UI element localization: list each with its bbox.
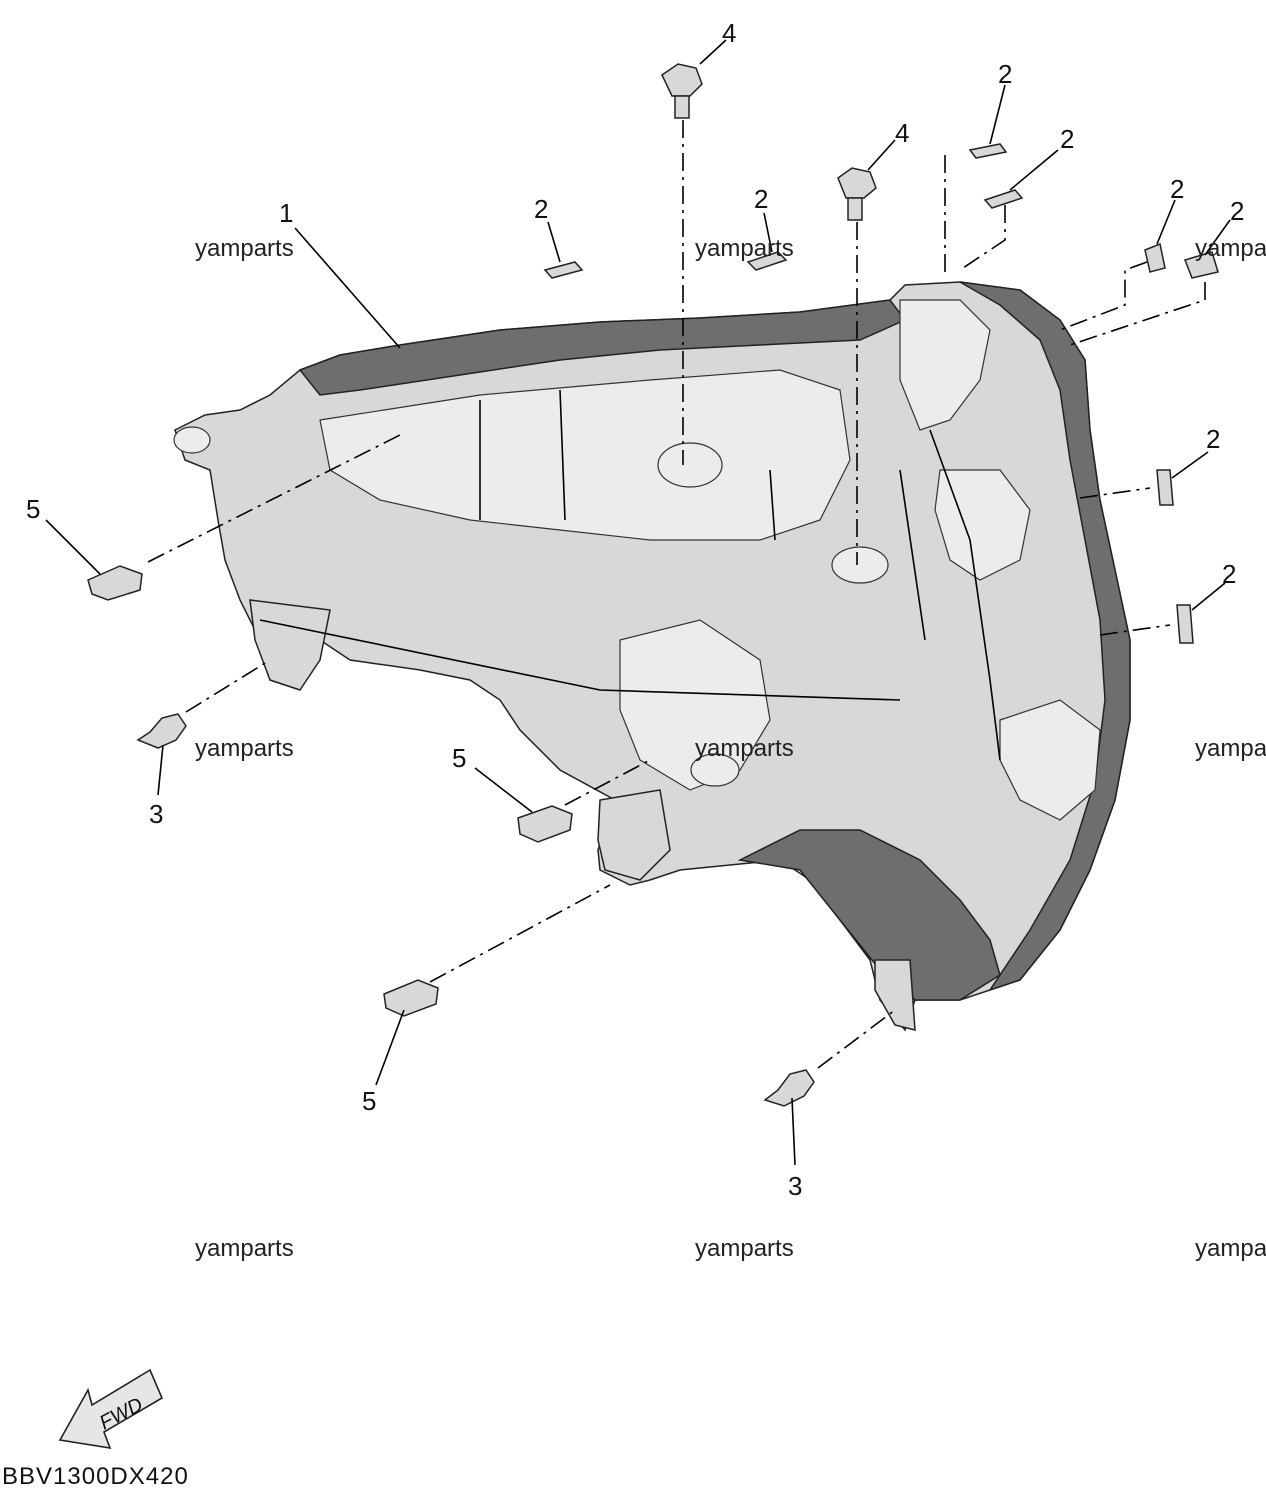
callout-5-left: 5 xyxy=(26,494,40,524)
clip-2-c[interactable] xyxy=(968,143,1008,159)
callout-2-e: 2 xyxy=(1170,174,1184,204)
watermark: yamparts xyxy=(695,1235,794,1262)
callout-1: 1 xyxy=(279,198,293,228)
watermark: yamparts xyxy=(195,735,294,762)
callouts: 1 4 4 2 2 2 2 2 2 2 2 5 5 5 3 3 xyxy=(26,18,1244,1201)
callout-2-f: 2 xyxy=(1230,196,1244,226)
watermark: yamparts xyxy=(195,235,294,262)
clip-2-f[interactable] xyxy=(1184,251,1219,279)
callout-5-center: 5 xyxy=(452,743,466,773)
leader-lines xyxy=(45,39,1231,1166)
headlight-housing[interactable] xyxy=(173,281,1131,1032)
clip-2-b[interactable] xyxy=(746,251,788,271)
callout-4-left: 4 xyxy=(722,18,736,48)
bolt-4-top-right[interactable] xyxy=(837,167,877,221)
bolt-4-top-left[interactable] xyxy=(661,63,703,119)
nut-5-bottom[interactable] xyxy=(383,979,439,1017)
grommet-3-bottom[interactable] xyxy=(763,1069,815,1107)
clip-2-d[interactable] xyxy=(983,189,1024,209)
callout-2-g: 2 xyxy=(1206,424,1220,454)
clip-2-a[interactable] xyxy=(543,261,584,279)
watermark-partial: yampa xyxy=(1195,235,1266,262)
watermark: yamparts xyxy=(195,1235,294,1262)
callout-2-h: 2 xyxy=(1222,559,1236,589)
nut-5-left[interactable] xyxy=(87,565,143,601)
callout-2-a: 2 xyxy=(534,194,548,224)
watermarks: yamparts yamparts yampa yamparts yampart… xyxy=(195,235,1266,1262)
clip-2-g[interactable] xyxy=(1156,469,1174,506)
callout-5-bottom: 5 xyxy=(362,1086,376,1116)
callout-3-bottom: 3 xyxy=(788,1171,802,1201)
clip-2-h[interactable] xyxy=(1176,604,1194,644)
callout-2-c: 2 xyxy=(998,59,1012,89)
grommet-3-left[interactable] xyxy=(136,713,187,749)
forward-arrow-icon: FWD xyxy=(58,1368,164,1450)
clip-2-e[interactable] xyxy=(1144,242,1166,273)
callout-3-left: 3 xyxy=(149,799,163,829)
callout-4-right: 4 xyxy=(895,118,909,148)
callout-2-d: 2 xyxy=(1060,124,1074,154)
nut-5-center[interactable] xyxy=(517,805,573,843)
watermark-partial: yampa xyxy=(1195,735,1266,762)
callout-2-b: 2 xyxy=(754,184,768,214)
watermark: yamparts xyxy=(695,235,794,262)
watermark-partial: yampa xyxy=(1195,1235,1266,1262)
watermark: yamparts xyxy=(695,735,794,762)
diagram-code: BBV1300DX420 xyxy=(2,1463,189,1490)
